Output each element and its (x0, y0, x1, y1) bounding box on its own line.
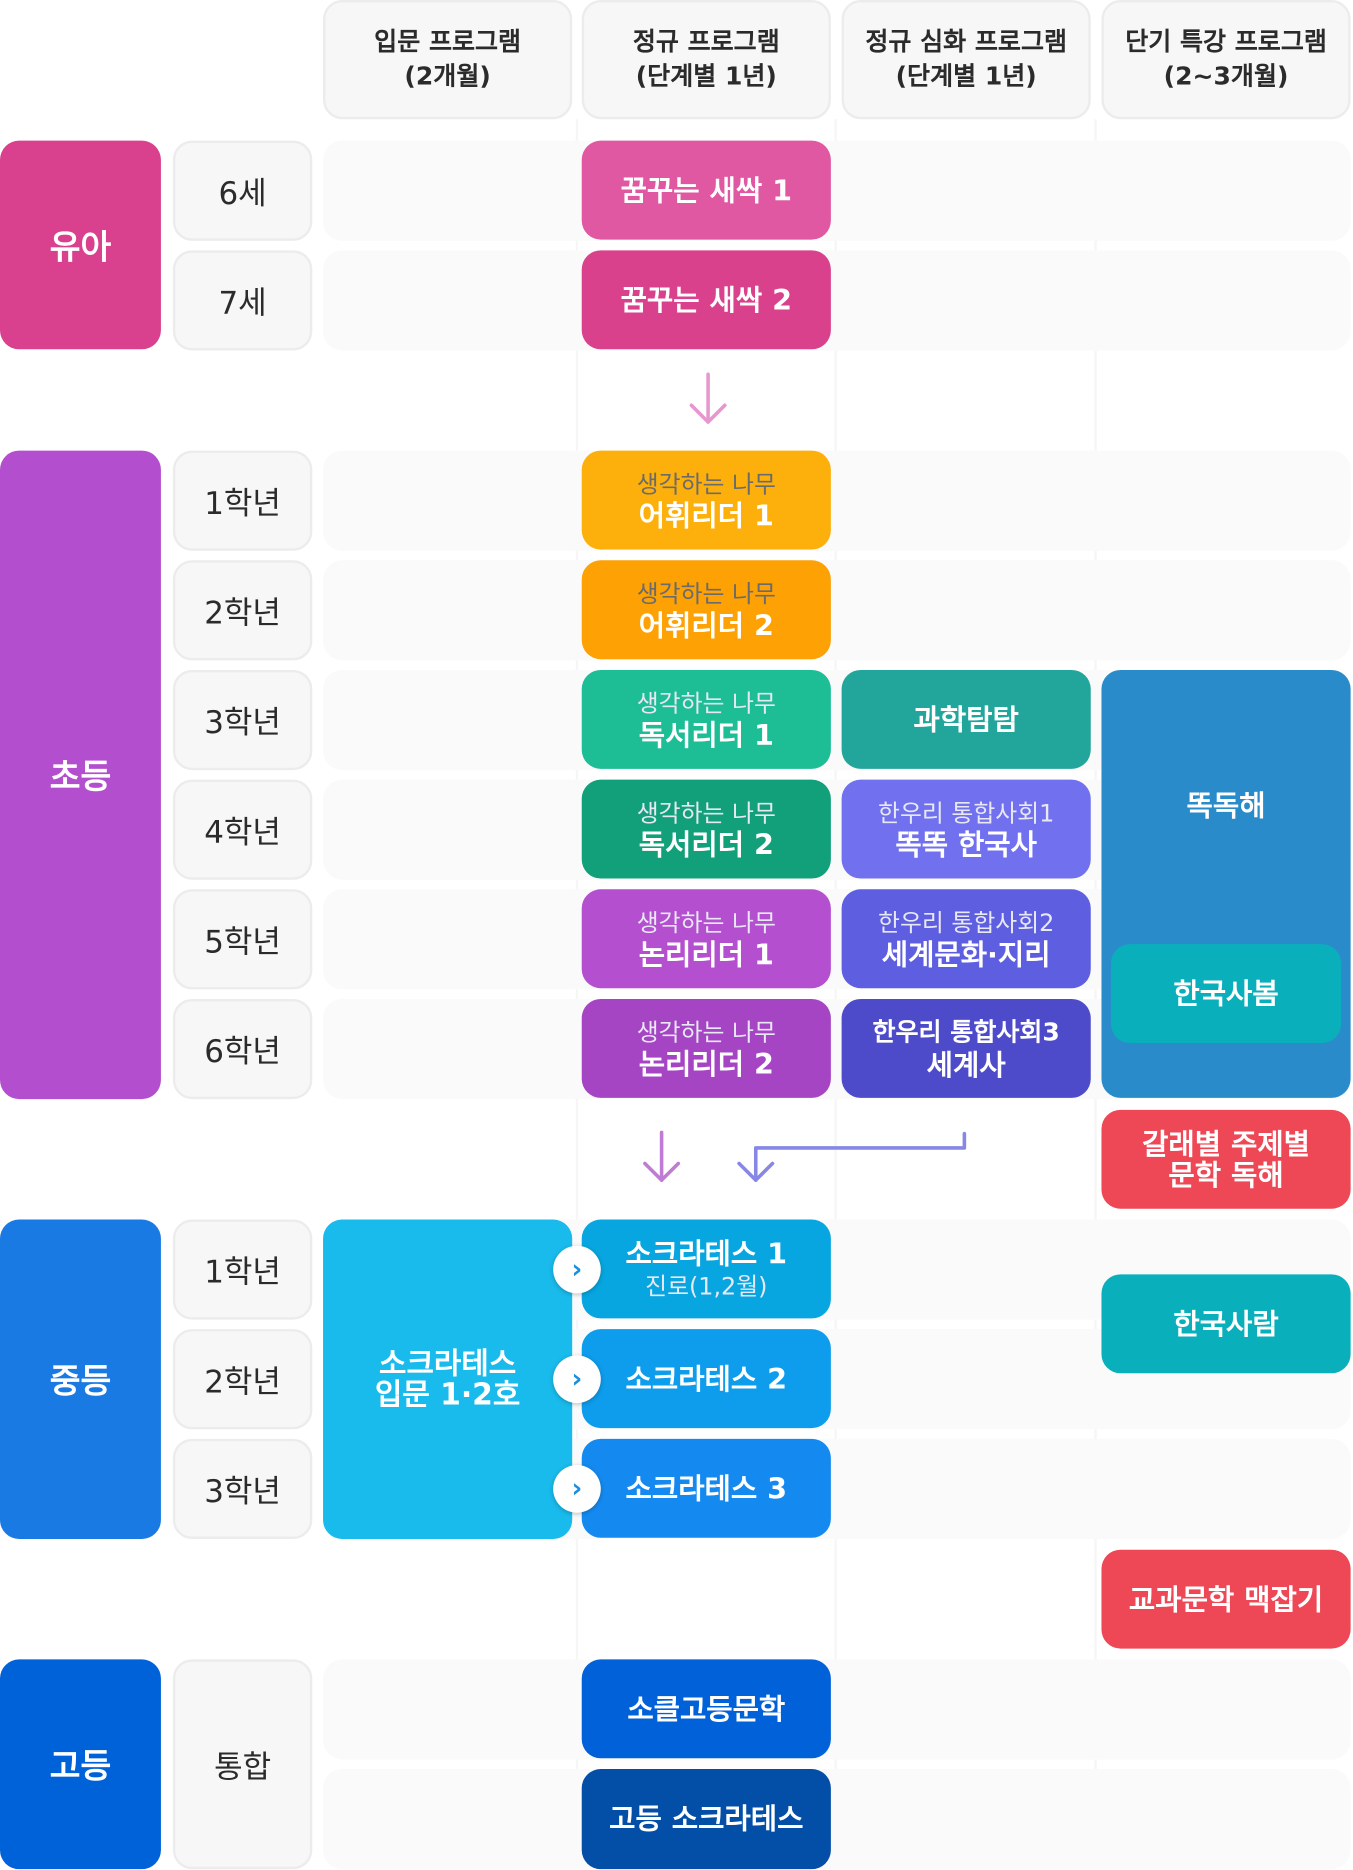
program-card-dreaming-sprout-2[interactable]: 꿈꾸는 새싹 2 (581, 250, 831, 350)
chevron-right-icon: › (553, 1245, 601, 1294)
program-card-vocab-leader-2[interactable]: 생각하는 나무 어휘리더 2 (581, 560, 831, 660)
row-background (323, 560, 1351, 661)
program-card-world-history[interactable]: 한우리 통합사회3 세계사 (841, 998, 1091, 1098)
row-background (323, 450, 1351, 551)
column-divider (1094, 119, 1097, 1870)
row-background (323, 250, 1351, 351)
program-card-reading-leader-2[interactable]: 생각하는 나무 독서리더 2 (581, 779, 831, 879)
level-preschool: 유아 (0, 140, 161, 350)
header-intro-program: 입문 프로그램 (2개월) (323, 0, 573, 120)
grade-high-integrated: 통합 (172, 1659, 313, 1870)
program-card-hanguksaram[interactable]: 한국사람 (1101, 1274, 1351, 1374)
grade-elementary-5: 5학년 (172, 889, 313, 990)
grade-elementary-1: 1학년 (172, 450, 313, 551)
column-divider (834, 119, 837, 1870)
grade-middle-3: 3학년 (172, 1438, 313, 1539)
arrow-bent-down-icon (737, 1131, 967, 1182)
row-background (323, 1659, 1351, 1760)
level-elementary: 초등 (0, 450, 161, 1100)
arrow-down-icon (689, 372, 727, 424)
grade-elementary-3: 3학년 (172, 669, 313, 771)
program-card-genre-literature[interactable]: 갈래별 주제별 문학 독해 (1101, 1109, 1351, 1209)
level-middle: 중등 (0, 1219, 161, 1539)
chevron-right-icon: › (553, 1465, 601, 1513)
program-card-vocab-leader-1[interactable]: 생각하는 나무 어휘리더 1 (581, 450, 831, 550)
chevron-right-icon: › (553, 1355, 601, 1404)
program-card-reading-leader-1[interactable]: 생각하는 나무 독서리더 1 (581, 669, 831, 769)
program-card-hanguksabom[interactable]: 한국사봄 (1111, 944, 1342, 1044)
program-card-korean-history[interactable]: 한우리 통합사회1 똑똑 한국사 (841, 779, 1091, 879)
program-card-world-culture-geography[interactable]: 한우리 통합사회2 세계문화·지리 (841, 889, 1091, 989)
program-card-socrates-1[interactable]: 소크라테스 1 진로(1,2월) (581, 1219, 831, 1319)
header-special-program: 단기 특강 프로그램 (2~3개월) (1101, 0, 1351, 120)
program-card-textbook-literature[interactable]: 교과문학 맥잡기 (1101, 1549, 1351, 1649)
row-background (323, 1769, 1351, 1870)
grade-elementary-2: 2학년 (172, 560, 313, 661)
column-divider (575, 119, 579, 1870)
program-card-science-explore[interactable]: 과학탐탐 (841, 669, 1091, 769)
grade-middle-2: 2학년 (172, 1329, 313, 1430)
row-background (323, 140, 1351, 241)
program-card-socrates-2[interactable]: 소크라테스 2 (581, 1329, 831, 1429)
arrow-down-icon (643, 1130, 681, 1182)
program-card-dreaming-sprout-1[interactable]: 꿈꾸는 새싹 1 (581, 140, 831, 240)
header-advanced-program: 정규 심화 프로그램 (단계별 1년) (841, 0, 1091, 120)
grade-age-6: 6세 (172, 140, 313, 241)
program-card-socle-high-literature[interactable]: 소클고등문학 (581, 1659, 831, 1759)
program-card-high-socrates[interactable]: 고등 소크라테스 (581, 1769, 831, 1870)
program-card-socrates-intro[interactable]: 소크라테스 입문 1·2호 (323, 1219, 573, 1539)
program-card-socrates-3[interactable]: 소크라테스 3 (581, 1438, 831, 1538)
grade-elementary-4: 4학년 (172, 779, 313, 880)
level-high: 고등 (0, 1659, 161, 1870)
program-card-logic-leader-2[interactable]: 생각하는 나무 논리리더 2 (581, 998, 831, 1098)
grade-middle-1: 1학년 (172, 1219, 313, 1320)
grade-elementary-6: 6학년 (172, 998, 313, 1100)
program-card-logic-leader-1[interactable]: 생각하는 나무 논리리더 1 (581, 889, 831, 989)
grade-age-7: 7세 (172, 250, 313, 351)
header-regular-program: 정규 프로그램 (단계별 1년) (581, 0, 831, 120)
